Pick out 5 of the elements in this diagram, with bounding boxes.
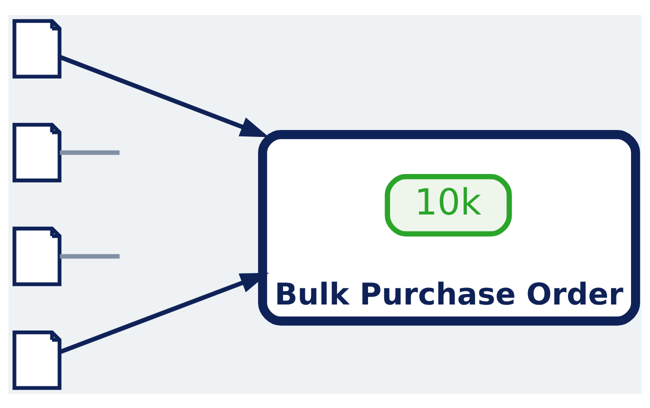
arrow xyxy=(59,54,269,137)
arrow xyxy=(59,272,269,354)
node-box: 10k xyxy=(384,174,512,236)
connector xyxy=(60,150,120,154)
connector xyxy=(60,254,120,258)
